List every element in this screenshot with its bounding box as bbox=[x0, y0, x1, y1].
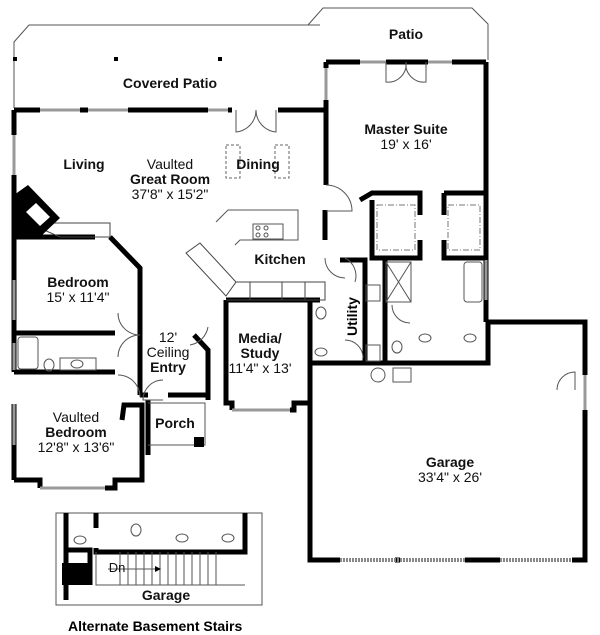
patio-posts bbox=[13, 57, 222, 61]
living-label: Living bbox=[63, 156, 105, 172]
covered-patio-outline bbox=[13, 24, 320, 108]
bedroom-label: Bedroom 15' x 11'4" bbox=[46, 274, 110, 306]
porch-label: Porch bbox=[155, 415, 195, 431]
vaulted-bedroom-prefix: Vaulted bbox=[52, 409, 100, 425]
vaulted-bedroom-name: Bedroom bbox=[45, 424, 107, 441]
closet-shelves bbox=[376, 204, 481, 251]
utility-label: Utility bbox=[344, 297, 360, 336]
dining-label: Dining bbox=[236, 156, 280, 172]
inset-garage-label: Garage bbox=[141, 587, 191, 603]
entry-prefix-ceiling: Ceiling bbox=[146, 344, 190, 361]
bath-fixtures bbox=[17, 261, 483, 383]
bedroom-size: 15' x 11'4" bbox=[46, 289, 110, 306]
media-study-label: Media/ Study 11'4" x 13' bbox=[228, 330, 292, 377]
media-study-size: 11'4" x 13' bbox=[228, 360, 292, 377]
doors bbox=[117, 61, 576, 401]
fireplace bbox=[14, 185, 60, 237]
porch-outline bbox=[148, 402, 206, 447]
patio-outline bbox=[307, 7, 489, 60]
windows bbox=[12, 60, 587, 490]
great-room-name: Great Room bbox=[129, 171, 211, 188]
covered-patio-label: Covered Patio bbox=[122, 75, 218, 91]
great-room-size: 37'8" x 15'2" bbox=[131, 186, 209, 203]
entry-label: 12' Ceiling Entry bbox=[146, 329, 190, 376]
media-study-name-2: Study bbox=[240, 345, 280, 362]
garage-name: Garage bbox=[425, 454, 475, 470]
great-room-label: Vaulted Great Room 37'8" x 15'2" bbox=[129, 156, 211, 203]
patio-label: Patio bbox=[388, 26, 424, 42]
garage-size: 33'4" x 26' bbox=[417, 469, 483, 486]
inset-caption: Alternate Basement Stairs bbox=[68, 618, 243, 634]
media-study-name-1: Media/ bbox=[238, 330, 282, 346]
kitchen-label: Kitchen bbox=[254, 251, 306, 267]
stairs-down-label: Dn bbox=[108, 560, 126, 575]
garage-label: Garage 33'4" x 26' bbox=[417, 454, 483, 486]
great-room-prefix: Vaulted bbox=[146, 156, 194, 172]
entry-prefix-height: 12' bbox=[158, 329, 178, 345]
vaulted-bedroom-size: 12'8" x 13'6" bbox=[37, 439, 115, 456]
master-suite-name: Master Suite bbox=[364, 121, 448, 137]
kitchen-counter bbox=[27, 222, 326, 301]
kitchen-island bbox=[215, 209, 299, 246]
master-suite-size: 19' x 16' bbox=[380, 136, 432, 153]
master-suite-label: Master Suite 19' x 16' bbox=[364, 121, 448, 153]
exterior-walls bbox=[11, 59, 588, 563]
skylights bbox=[225, 144, 290, 179]
inset-alternate-basement-stairs bbox=[55, 512, 263, 606]
entry-name: Entry bbox=[150, 359, 186, 376]
bedroom-name: Bedroom bbox=[47, 274, 109, 290]
vaulted-bedroom-label: Vaulted Bedroom 12'8" x 13'6" bbox=[37, 409, 115, 456]
